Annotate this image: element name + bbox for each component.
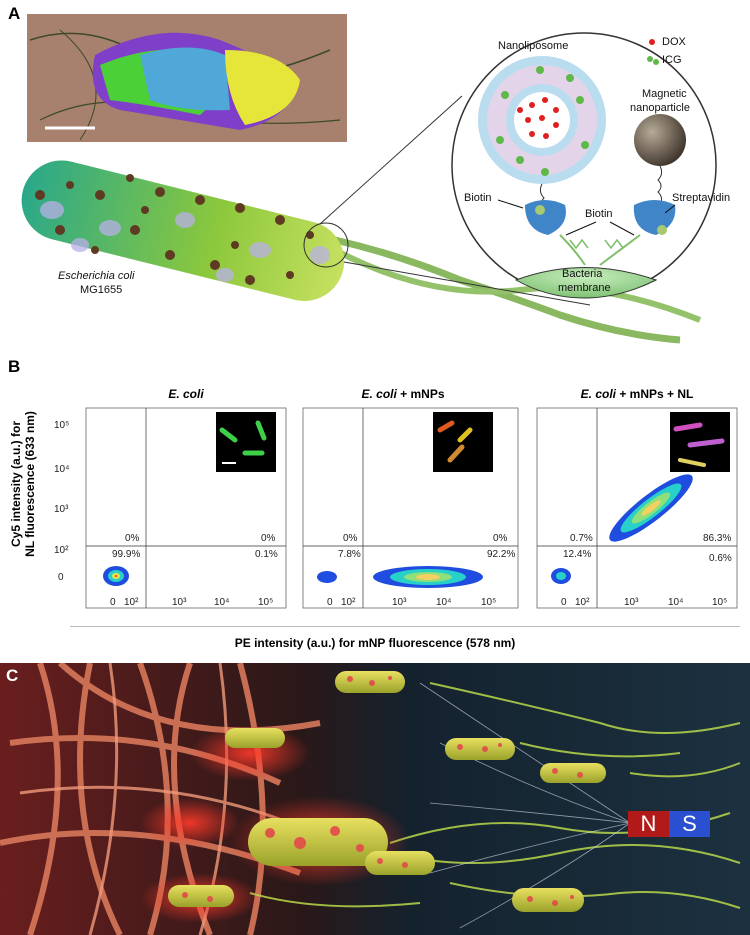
y-axis-title: Cy5 intensity (a.u.) for NL fluorescence… (9, 399, 37, 569)
plot-title-2: E. coli + mNPs (303, 387, 503, 401)
plot-title-1-italic: E. coli (168, 387, 204, 401)
plot-3-population (551, 474, 693, 584)
nanoliposome-label: Nanoliposome (498, 40, 569, 52)
magnet-south-pole: S (669, 811, 710, 837)
plot-2-q-lower-right: 92.2% (487, 549, 516, 560)
x-tick-2-1e5: 10⁵ (481, 597, 497, 608)
nanoliposome-drawing (478, 56, 606, 211)
streptavidin-label: Streptavidin (672, 192, 731, 204)
nanoparticle-label: nanoparticle (630, 102, 690, 114)
plot-1-population (103, 566, 129, 586)
x-axis-title: PE intensity (a.u.) for mNP fluorescence… (234, 636, 516, 650)
y-axis-title-line1: Cy5 intensity (a.u.) for (9, 420, 23, 548)
plot-title-3-rest: + mNPs + NL (615, 387, 694, 401)
magnet: N S (628, 811, 710, 837)
plot-2-q-lower-left: 7.8% (338, 549, 361, 560)
x-tick-3-1e2: 10² (575, 597, 590, 608)
bacteria-label: Bacteria (562, 268, 603, 280)
magnet-north-pole: N (628, 811, 669, 837)
zoom-circle (451, 32, 717, 299)
plot-1-q-upper-right: 0% (261, 533, 276, 544)
x-tick-2-1e4: 10⁴ (436, 597, 452, 608)
bacterium-drawing (21, 95, 702, 344)
biotin-center-label: Biotin (585, 208, 613, 220)
plot-3-q-upper-right: 86.3% (703, 533, 732, 544)
y-tick-1e5: 10⁵ (54, 420, 70, 431)
flow-cytometry-plots (85, 407, 738, 609)
x-tick-1-1e5: 10⁵ (258, 597, 274, 608)
plot-1-q-lower-left: 99.9% (112, 549, 141, 560)
plot-3-q-upper-left: 0.7% (570, 533, 593, 544)
panel-c-illustration (0, 663, 750, 935)
plot-1-q-upper-left: 0% (125, 533, 140, 544)
plot-3-q-lower-left: 12.4% (563, 549, 592, 560)
panel-c-bacteria (168, 671, 606, 912)
y-tick-1e3: 10³ (54, 504, 69, 515)
x-tick-3-1e3: 10³ (624, 597, 639, 608)
panel-letter-c: C (6, 666, 19, 685)
x-tick-2-0: 0 (327, 597, 333, 608)
x-tick-1-0: 0 (110, 597, 116, 608)
panel-letter-a: A (8, 4, 21, 23)
y-axis-title-line2: NL fluorescence (633 nm) (23, 411, 37, 557)
sem-micrograph (27, 14, 347, 142)
inset-image-3 (670, 412, 730, 472)
y-tick-0: 0 (58, 572, 64, 583)
plot-title-3: E. coli + mNPs + NL (537, 387, 737, 401)
membrane-label: membrane (558, 282, 611, 294)
ecoli-label: Escherichia coli (58, 270, 135, 282)
panel-letter-b: B (8, 357, 21, 376)
dox-legend-label: DOX (662, 36, 686, 48)
plot-title-2-italic: E. coli (361, 387, 397, 401)
x-tick-1-1e2: 10² (124, 597, 139, 608)
y-tick-1e4: 10⁴ (54, 464, 70, 475)
biotin-left-label: Biotin (464, 192, 492, 204)
inset-image-2 (433, 412, 493, 472)
plot-2-population (317, 566, 483, 588)
magnetic-label: Magnetic (642, 88, 687, 100)
icg-legend-label: ICG (662, 54, 682, 66)
plot-2-q-upper-right: 0% (493, 533, 508, 544)
plot-title-1: E. coli (86, 387, 286, 401)
x-tick-3-1e4: 10⁴ (668, 597, 684, 608)
x-tick-1-1e4: 10⁴ (214, 597, 230, 608)
x-tick-2-1e3: 10³ (392, 597, 407, 608)
plot-title-3-italic: E. coli (580, 387, 616, 401)
panel-a-illustration (21, 14, 717, 344)
y-tick-1e2: 10² (54, 545, 69, 556)
plot-3-q-lower-right: 0.6% (709, 553, 732, 564)
plot-title-2-rest: + mNPs (396, 387, 445, 401)
x-axis-divider (70, 626, 740, 627)
plot-2-q-upper-left: 0% (343, 533, 358, 544)
strain-label: MG1655 (80, 284, 123, 296)
plot-1-q-lower-right: 0.1% (255, 549, 278, 560)
inset-image-1 (216, 412, 276, 472)
x-tick-2-1e2: 10² (341, 597, 356, 608)
x-tick-3-1e5: 10⁵ (712, 597, 728, 608)
x-tick-1-1e3: 10³ (172, 597, 187, 608)
x-tick-3-0: 0 (561, 597, 567, 608)
